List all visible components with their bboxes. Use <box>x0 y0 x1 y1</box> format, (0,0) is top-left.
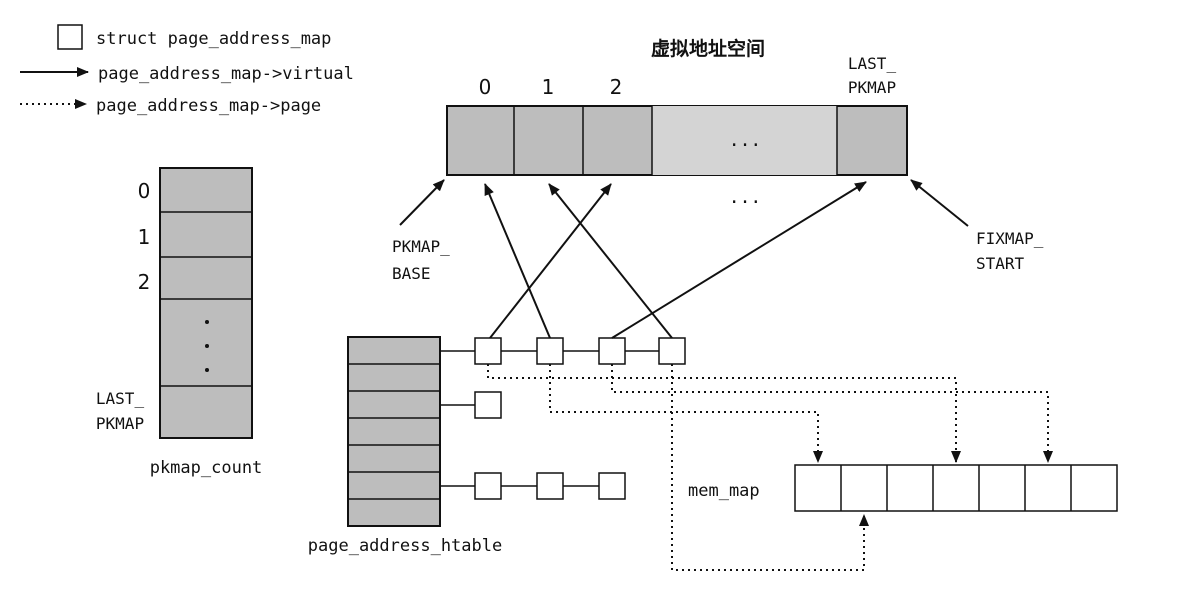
virtual-arrow <box>489 183 612 339</box>
virtual-arrow <box>484 183 551 339</box>
page-address-map-node <box>598 472 626 500</box>
fixmap-start-label-1: FIXMAP_ <box>976 229 1044 248</box>
page-address-htable: page_address_htable <box>308 336 502 556</box>
pkmap-base-label-1: PKMAP_ <box>392 237 450 256</box>
page-address-map-node <box>474 337 502 365</box>
virtual-space-ellipsis: ... <box>729 130 762 151</box>
legend: struct page_address_map page_address_map… <box>20 24 354 116</box>
pkmap-count-name: pkmap_count <box>150 458 263 478</box>
virtual-address-space: 虚拟地址空间 0 1 2 LAST_ PKMAP ... ... PKMAP_ … <box>392 37 1044 283</box>
pkmap-count-body <box>159 167 253 439</box>
pkmap-base-arrow <box>399 179 445 226</box>
virtual-space-ellipsis-below: ... <box>729 187 762 208</box>
pkmap-count-index-2: 2 <box>138 270 151 294</box>
page-arrow <box>611 364 1053 463</box>
legend-struct-box <box>57 24 83 50</box>
pkmap-count-last-label-1: LAST_ <box>96 389 145 408</box>
page-pointers <box>487 364 1053 571</box>
virtual-pointers <box>484 181 867 339</box>
page-arrow <box>671 364 869 571</box>
page-address-map-node <box>536 472 564 500</box>
fixmap-start-arrow <box>910 179 969 227</box>
pkmap-count-index-0: 0 <box>138 179 151 203</box>
page-arrow <box>487 364 961 463</box>
pkmap-base-label-2: BASE <box>392 264 431 283</box>
legend-struct-label: struct page_address_map <box>96 29 331 49</box>
legend-virtual-label: page_address_map->virtual <box>98 64 354 84</box>
page-address-map-node <box>658 337 686 365</box>
last-pkmap-label-top-2: PKMAP <box>848 78 896 97</box>
htable-name: page_address_htable <box>308 536 502 556</box>
htable-body <box>347 336 441 527</box>
pkmap-count-dot <box>205 368 209 372</box>
pkmap-count-last-label-2: PKMAP <box>96 414 144 433</box>
fixmap-start-label-2: START <box>976 254 1025 273</box>
virtual-space-title: 虚拟地址空间 <box>651 37 765 60</box>
pkmap-count-index-1: 1 <box>138 225 151 249</box>
virtual-arrow <box>548 183 673 339</box>
virtual-arrow <box>611 181 867 339</box>
page-address-map-node <box>598 337 626 365</box>
mem-map-array <box>794 464 1118 512</box>
page-address-map-node <box>474 472 502 500</box>
virtual-space-middle-region <box>652 106 837 175</box>
slot-label-1: 1 <box>542 75 555 99</box>
pkmap-count-dot <box>205 320 209 324</box>
slot-label-2: 2 <box>610 75 623 99</box>
last-pkmap-label-top-1: LAST_ <box>848 54 897 73</box>
page-arrow <box>549 364 823 463</box>
pkmap-count-dot <box>205 344 209 348</box>
mem-map: mem_map <box>688 464 1118 512</box>
mem-map-name: mem_map <box>688 481 760 501</box>
hash-chains <box>440 337 686 500</box>
legend-page-label: page_address_map->page <box>96 96 321 116</box>
pkmap-count-array: 0 1 2 LAST_ PKMAP pkmap_count <box>96 167 263 478</box>
page-address-map-node <box>536 337 564 365</box>
page-address-map-node <box>474 391 502 419</box>
slot-label-0: 0 <box>479 75 492 99</box>
